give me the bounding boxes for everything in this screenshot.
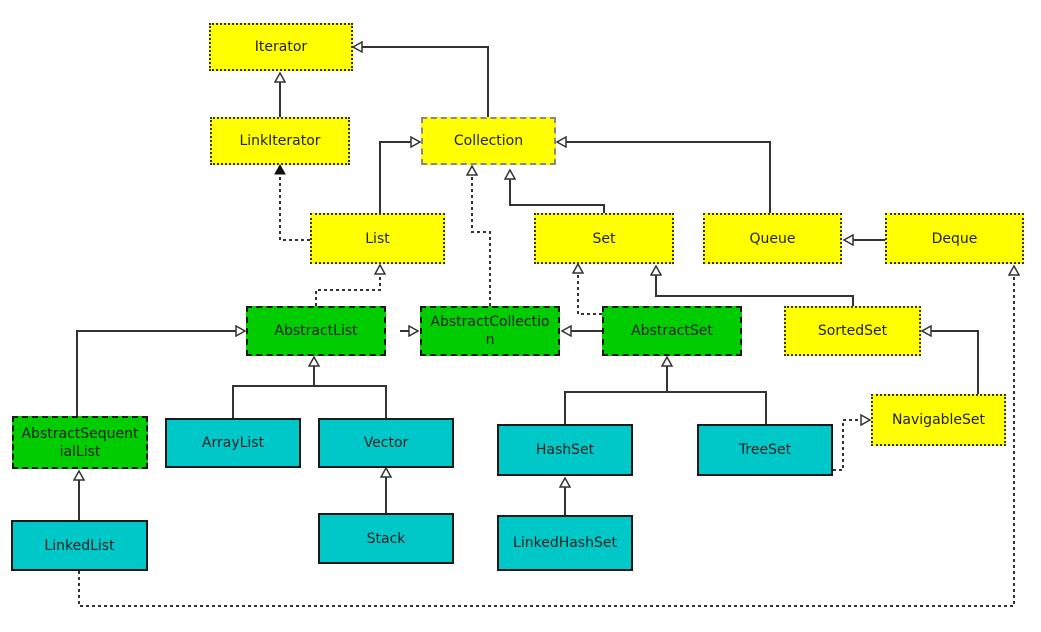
label-abstract-sequential-list: AbstractSequentialList: [21, 425, 139, 460]
edge-arraylist-abstractlist: [232, 357, 314, 418]
edge-treeset-navigableset: [833, 420, 870, 471]
label-abstract-collection: AbstractCollection: [430, 314, 550, 348]
edge-hashset-abstractset: [564, 357, 667, 424]
node-queue[interactable]: Queue: [703, 213, 842, 264]
node-array-list[interactable]: ArrayList: [165, 418, 301, 468]
edge-navigableset-sortedset: [922, 331, 979, 394]
edge-queue-collection: [557, 142, 771, 213]
node-linked-hash-set[interactable]: LinkedHashSet: [497, 515, 633, 571]
node-abstract-collection[interactable]: AbstractCollection: [420, 306, 560, 356]
label-link-iterator: LinkIterator: [239, 133, 321, 149]
node-collection[interactable]: Collection: [421, 117, 556, 165]
edge-sortedset-set: [656, 266, 854, 306]
label-vector: Vector: [363, 435, 409, 451]
label-linked-list: LinkedList: [44, 537, 115, 554]
node-tree-set[interactable]: TreeSet: [697, 424, 833, 476]
label-tree-set: TreeSet: [738, 442, 792, 458]
edge-vector-abstractlist: [314, 385, 387, 418]
label-stack: Stack: [366, 530, 406, 547]
edge-treeset-abstractset: [667, 391, 767, 424]
label-collection: Collection: [453, 133, 524, 149]
label-hash-set: HashSet: [535, 442, 595, 458]
label-linked-hash-set: LinkedHashSet: [513, 535, 617, 551]
edge-collection-iterator: [353, 47, 489, 117]
node-list[interactable]: List: [310, 213, 445, 264]
label-list: List: [365, 230, 390, 247]
edge-abstractlist-list: [315, 265, 380, 306]
label-deque: Deque: [931, 230, 978, 247]
node-abstract-sequential-list[interactable]: AbstractSequentialList: [12, 416, 148, 469]
edge-abstractsequentiallist-abstractlist: [76, 331, 245, 416]
node-deque[interactable]: Deque: [885, 213, 1024, 264]
edge-set-collection: [510, 170, 605, 213]
edge-abstractset-set: [578, 264, 602, 315]
edge-list-linkiterator: [274, 163, 310, 241]
edge-list-collection: [379, 142, 420, 213]
node-link-iterator[interactable]: LinkIterator: [210, 117, 350, 165]
label-abstract-set: AbstractSet: [631, 323, 713, 339]
node-hash-set[interactable]: HashSet: [497, 424, 633, 476]
node-linked-list[interactable]: LinkedList: [11, 520, 148, 571]
label-array-list: ArrayList: [201, 435, 265, 451]
label-sorted-set: SortedSet: [817, 323, 888, 339]
node-abstract-list[interactable]: AbstractList: [246, 306, 386, 356]
node-set[interactable]: Set: [534, 213, 674, 264]
node-stack[interactable]: Stack: [318, 513, 454, 564]
node-iterator[interactable]: Iterator: [209, 23, 353, 71]
edge-abstractcollection-collection: [472, 166, 491, 306]
label-queue: Queue: [749, 230, 796, 247]
label-iterator: Iterator: [254, 39, 308, 55]
label-abstract-list: AbstractList: [274, 323, 358, 339]
label-set: Set: [592, 230, 616, 247]
edge-linkedlist-deque: [78, 266, 1014, 607]
label-navigable-set: NavigableSet: [891, 412, 986, 428]
node-sorted-set[interactable]: SortedSet: [784, 306, 921, 356]
node-vector[interactable]: Vector: [318, 418, 454, 468]
node-navigable-set[interactable]: NavigableSet: [871, 394, 1006, 446]
node-abstract-set[interactable]: AbstractSet: [602, 306, 742, 356]
